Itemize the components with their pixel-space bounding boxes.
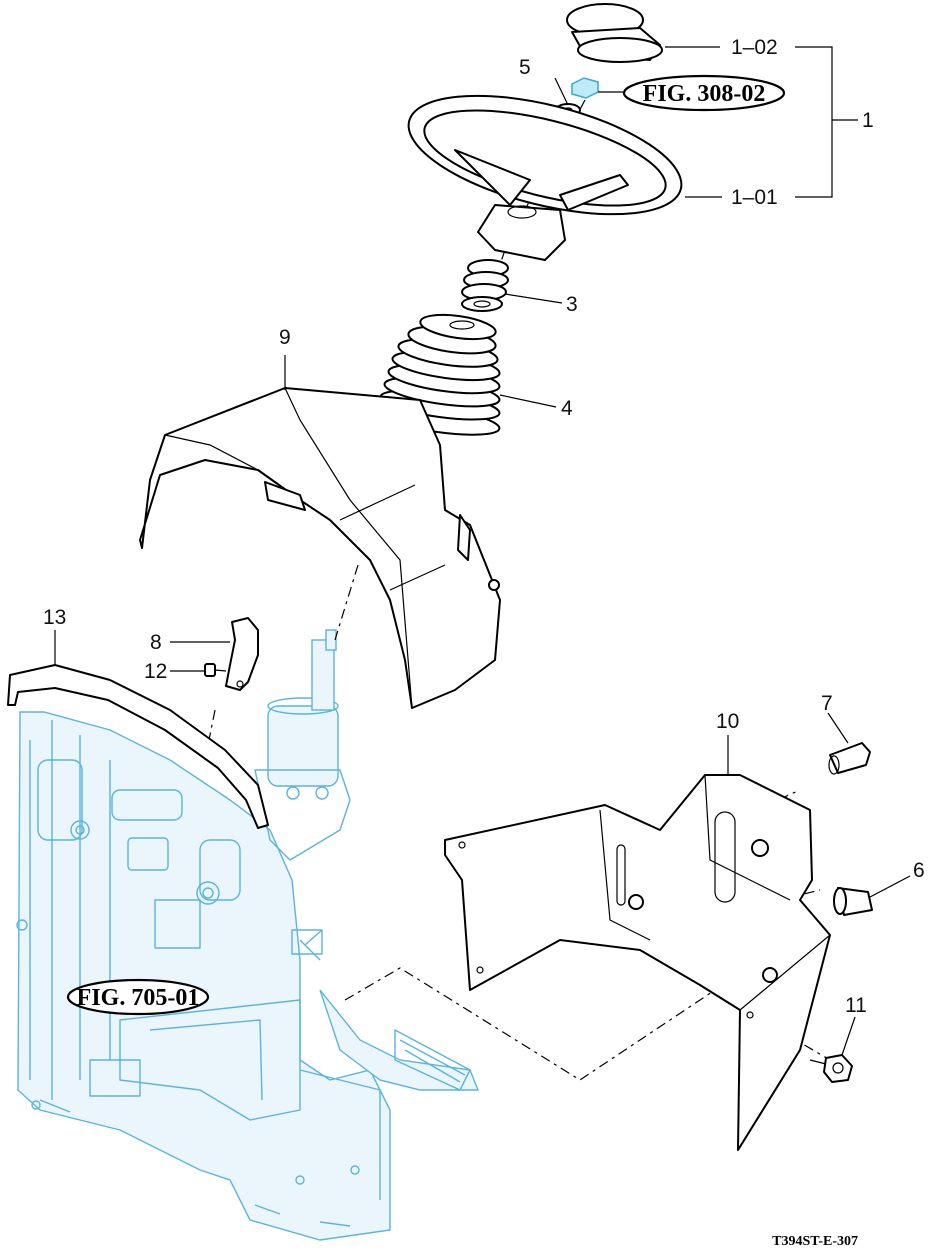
fig-705-01-reference[interactable]: FIG. 705-01 — [66, 978, 210, 1016]
label-1: 1 — [862, 109, 874, 132]
label-12: 12 — [144, 660, 167, 683]
part-8-lever — [225, 617, 259, 691]
label-4: 4 — [561, 397, 573, 420]
part-7-knob — [828, 742, 871, 775]
label-1-01: 1–01 — [731, 186, 778, 209]
fig-308-02-reference[interactable]: FIG. 308-02 — [622, 74, 786, 112]
part-4-boot — [375, 313, 501, 436]
part-13-grab-handle — [7, 664, 269, 829]
fig-705-01-label[interactable]: FIG. 705-01 — [77, 985, 200, 1011]
part-1-01-steering-wheel — [407, 94, 683, 261]
label-9: 9 — [279, 326, 291, 349]
drawing-code: T394ST-E-307 — [772, 1234, 858, 1249]
label-1-02: 1–02 — [731, 36, 778, 59]
part-6-bushing — [833, 887, 873, 916]
label-11: 11 — [845, 994, 867, 1017]
highlighted-nut-icon — [571, 77, 599, 99]
part-11-bolt — [809, 1054, 853, 1083]
reference-frame-assembly — [16, 629, 480, 1241]
callout-labels: 1–02 1–01 1 5 3 4 9 13 8 12 10 7 6 11 — [43, 36, 925, 1017]
label-13: 13 — [43, 606, 66, 629]
label-8: 8 — [150, 631, 162, 654]
label-7: 7 — [821, 692, 833, 715]
part-1-02-center-cap — [566, 3, 663, 63]
fig-308-02-label[interactable]: FIG. 308-02 — [643, 81, 766, 107]
part-12-screw — [204, 663, 227, 677]
leader-lines — [54, 46, 911, 1056]
part-10-lower-cover — [444, 774, 831, 1151]
label-6: 6 — [913, 859, 925, 882]
part-9-upper-cover — [139, 387, 501, 709]
label-10: 10 — [716, 710, 739, 733]
label-3: 3 — [566, 293, 578, 316]
part-3-column-boot — [461, 259, 509, 312]
label-5: 5 — [519, 56, 531, 79]
